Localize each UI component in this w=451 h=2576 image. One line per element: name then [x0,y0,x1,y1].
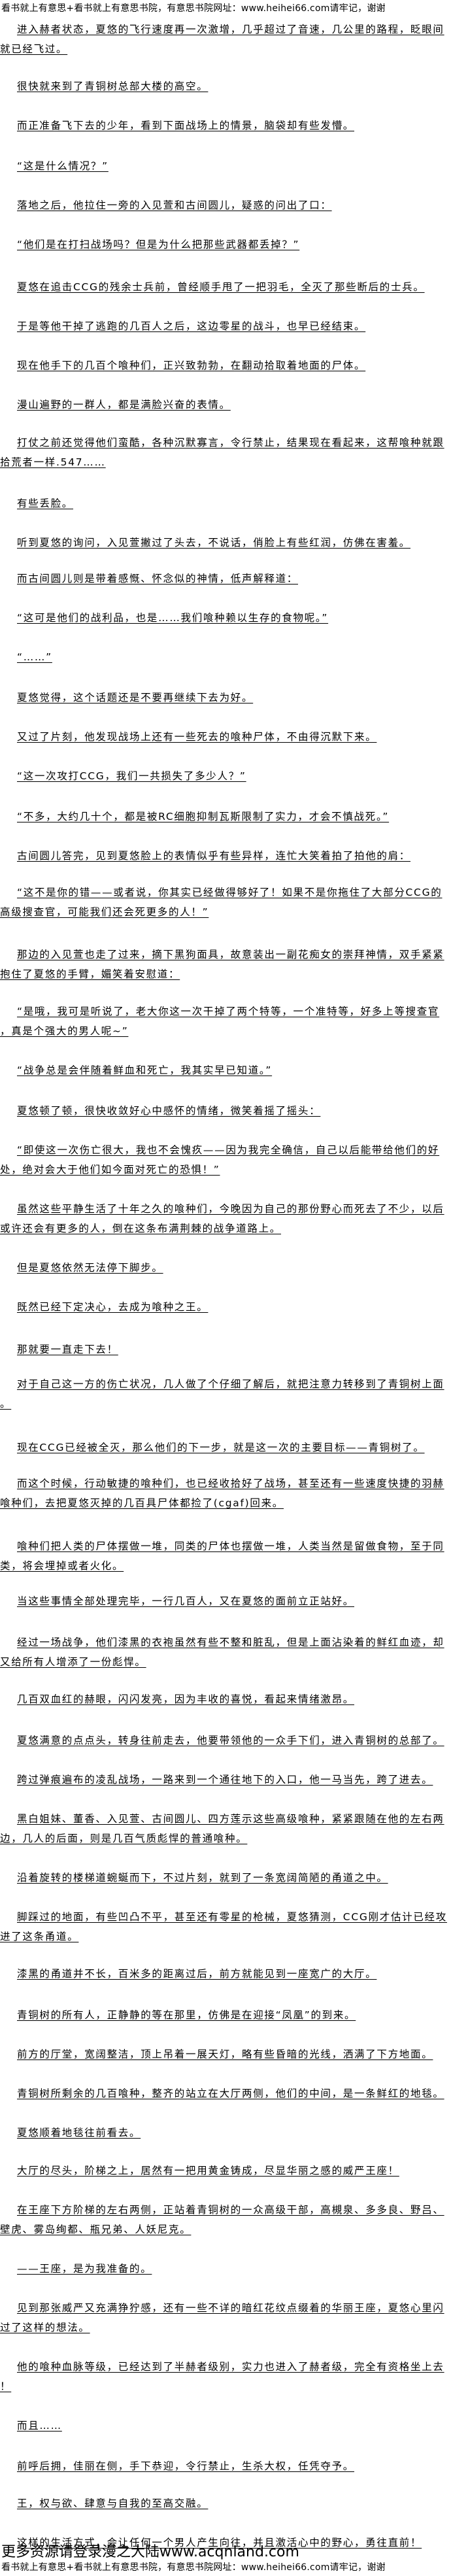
paragraph: 听到夏悠的询问，入见萱撇过了头去，不说话，俏脸上有些红润，仿佛在害羞。 [17,537,411,549]
paragraph: 夏悠在追击CCG的残余士兵前，曾经顺手甩了一把羽毛，全灭了那些断后的士兵。 [17,281,425,293]
paragraph: “……” [17,651,52,663]
paragraph: 而这个时候，行动敏捷的喰种们，也已经收拾好了战场，甚至还有一些速度快捷的羽赫喰种… [0,1478,444,1509]
paragraph: “他们是在打扫战场吗？但是为什么把那些武器都丢掉？” [17,239,300,250]
paragraph: 进入赫者状态，夏悠的飞行速度再一次激增，几乎超过了音速，几公里的路程，眨眼间就已… [0,24,444,55]
paragraph: 夏悠顺着地毯往前看去。 [17,2127,141,2139]
paragraph: 几百双血红的赫眼，闪闪发亮，因为丰收的喜悦，看起来情绪激昂。 [17,1693,355,1705]
paragraph: 有些丢脸。 [17,498,74,509]
paragraph: 那边的入见萱也走了过来，摘下黑狗面具，故意装出一副花痴女的崇拜神情，双手紧紧抱住… [0,949,444,980]
paragraph: 于是等他干掉了逃跑的几百人之后，这边零星的战斗，也早已经结束。 [17,320,366,332]
paragraph: 漆黑的甬道并不长，百米多的距离过后，前方就能见到一座宽广的大厅。 [17,1968,377,1980]
paragraph: “这是什么情况？” [17,160,109,172]
paragraph: 当这些事情全部处理完毕，一行几百人，又在夏悠的面前立正站好。 [17,1595,355,1607]
paragraph: “不多，大约几十个，都是被RC细胞抑制瓦斯限制了实力，才会不慎战死。” [17,811,390,822]
paragraph: ——王座，是为我准备的。 [17,2263,152,2275]
paragraph: “战争总是会伴随着鲜血和死亡，我其实早已知道。” [17,1064,273,1076]
paragraph: 很快就来到了青铜树总部大楼的高空。 [17,80,209,92]
paragraph: “这一次攻打CCG，我们一共损失了多少人？” [17,770,246,782]
paragraph: 但是夏悠依然无法停下脚步。 [17,1262,163,1274]
paragraph: 既然已经下定决心，去成为喰种之王。 [17,1301,209,1313]
paragraph: 黑白姐妹、董香、入见萱、古间圆儿、四方莲示这些高级喰种，紧紧跟随在他的左右两边，… [0,1813,444,1844]
paragraph: 而正准备飞下去的少年，看到下面战场上的情景，脑袋却有些发懵。 [17,120,355,131]
paragraph: 见到那张威严又充满狰狞感，还有一些不详的暗红花纹点缀着的华丽王座，夏悠心里闪过了… [0,2302,444,2333]
paragraph: 那就要一直走下去！ [17,1344,118,1355]
paragraph: 在王座下方阶梯的左右两侧，正站着青铜树的一众高级干部，高槻泉、多多良、野吕、壁虎… [0,2204,444,2235]
paragraph: 青铜树所剩余的几百喰种，整齐的站立在大厅两侧，他们的中间，是一条鲜红的地毯。 [17,2088,444,2099]
paragraph: 沿着旋转的楼梯道蜿蜒而下，不过片刻，就到了一条宽阔简陋的甬道之中。 [17,1872,388,1884]
paragraph: 现在他手下的几百个喰种们，正兴致勃勃，在翻动拾取着地面的尸体。 [17,360,366,371]
paragraph: 前方的厅堂，宽阔整洁，顶上吊着一展天灯，略有些昏暗的光线，洒满了下方地面。 [17,2048,433,2060]
paragraph: 打仗之前还觉得他们蛮酷，各种沉默寡言，令行禁止，结果现在看起来，这帮喰种就跟拾荒… [0,437,444,468]
paragraph: 又过了片刻，他发现战场上还有一些死去的喰种尸体，不由得沉默下来。 [17,731,377,743]
paragraph: 现在CCG已经被全灭，那么他们的下一步，就是这一次的主要目标——青铜树了。 [17,1442,425,1453]
paragraph: 王，权与欲、肆意与自我的至高交融。 [17,2498,209,2509]
paragraph: 大厅的尽头，阶梯之上，居然有一把用黄金铸成，尽显华丽之感的威严王座！ [17,2165,399,2177]
paragraph: 落地之后，他拉住一旁的入见萱和古间圆儿，疑惑的问出了口： [17,199,332,211]
paragraph: 夏悠满意的点点头，转身往前走去，他要带领他的一众手下们，进入青铜树的总部了。 [17,1735,444,1746]
paragraph: “这可是他们的战利品，也是……我们喰种赖以生存的食物呢。” [17,612,329,624]
paragraph: 他的喰种血脉等级，已经达到了半赫者级别，实力也进入了赫者级，完全有资格坐上去！ [0,2361,444,2392]
paragraph: 虽然这些平静生活了十年之久的喰种们，今晚因为自己的那份野心而死去了不少，以后或许… [0,1203,444,1234]
paragraph: 脚踩过的地面，有些凹凸不平，甚至还有零星的枪械，夏悠猜测，CCG刚才估计已经攻进… [0,1911,447,1942]
paragraph: 而且…… [17,2420,62,2432]
paragraph: “这不是你的错——或者说，你其实已经做得够好了！如果不是你拖住了大部分CCG的高… [0,887,443,918]
paragraph: 这样的生活方式，会让任何一个男人产生向往，并且激活心中的野心，勇往直前！ [17,2537,422,2549]
site-footer-banner: 看书就上有意思+看书就上有意思书院，有意思书院网址：www.heihei66.c… [1,2562,386,2573]
paragraph: 对于自己这一方的伤亡状况，几人做了个仔细了解后，就把注意力转移到了青铜树上面。 [0,1378,444,1410]
paragraph: 而古间圆儿则是带着感慨、怀念似的神情，低声解释道： [17,573,299,585]
paragraph: 夏悠顿了顿，很快收敛好心中感怀的情绪，微笑着摇了摇头： [17,1105,321,1117]
paragraph: 前呼后拥，佳丽在侧，手下恭迎，令行禁止，生杀大权，任凭夺予。 [17,2460,355,2472]
paragraph: 喰种们把人类的尸体摆做一堆，同类的尸体也摆做一堆，人类当然是留做食物，至于同类，… [0,1540,444,1572]
site-header-banner: 看书就上有意思+看书就上有意思书院，有意思书院网址：www.heihei66.c… [1,3,386,14]
paragraph: “即使这一次伤亡很大，我也不会愧疚——因为我完全确信，自己以后能带给他们的好处，… [0,1144,440,1176]
promo-watermark: 更多资源请登录漫之大陆www.acqnland.com [1,2544,299,2560]
paragraph: 漫山遍野的一群人，都是满脸兴奋的表情。 [17,399,231,411]
paragraph: 夏悠觉得，这个话题还是不要再继续下去为好。 [17,692,254,703]
paragraph: 古间圆儿答完，见到夏悠脸上的表情似乎有些异样，连忙大笑着拍了拍他的肩： [17,850,411,862]
paragraph: 经过一场战争，他们漆黑的衣袍虽然有些不整和脏乱，但是上面沾染着的鲜红血迹，却又给… [0,1636,444,1668]
paragraph: “是哦，我可是听说了，老大你这一次干掉了两个特等，一个准特等，好多上等搜查官，真… [0,1006,440,1037]
paragraph: 跨过弹痕遍布的凌乱战场，一路来到一个通往地下的入口，他一马当先，跨了进去。 [17,1774,433,1786]
paragraph: 青铜树的所有人，正静静的等在那里，仿佛是在迎接“凤凰”的到来。 [17,2009,356,2021]
